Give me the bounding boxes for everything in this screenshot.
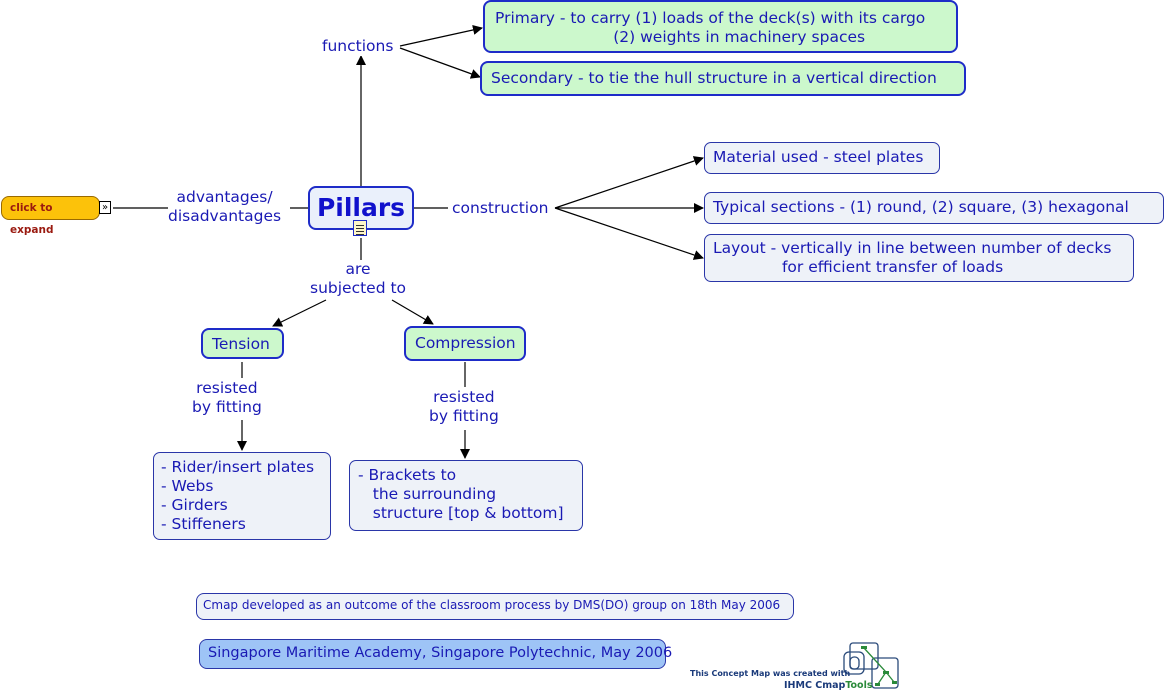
organization-credit: Singapore Maritime Academy, Singapore Po… [199, 639, 672, 669]
link-label-subjected: are subjected to [310, 260, 407, 298]
note-icon[interactable] [353, 220, 367, 236]
concept-secondary-function[interactable]: Secondary - to tie the hull structure in… [480, 61, 966, 96]
concept-compression-fittings[interactable]: - Brackets to the surrounding structure … [349, 460, 583, 531]
concept-material[interactable]: Material used - steel plates [704, 142, 940, 174]
cmaptools-credit-name: IHMC CmapTools [784, 680, 873, 691]
link-label-functions: functions [322, 37, 394, 56]
link-label-resisted-tension: resisted by fitting [192, 379, 262, 417]
link-functions-primary [399, 25, 483, 47]
concept-primary-function[interactable]: Primary - to carry (1) loads of the deck… [483, 0, 958, 53]
link-label-construction: construction [452, 199, 549, 218]
link-construction-material [554, 156, 704, 209]
link-subjected-tension [272, 299, 327, 327]
concept-sections[interactable]: Typical sections - (1) round, (2) square… [704, 192, 1164, 224]
click-to-expand-button[interactable]: click to expand [1, 196, 100, 236]
concept-tension-fittings[interactable]: - Rider/insert plates - Webs - Girders -… [153, 452, 331, 540]
double-chevron-right-icon[interactable]: » [99, 201, 111, 214]
concept-layout[interactable]: Layout - vertically in line between numb… [704, 234, 1134, 282]
cmaptools-credit-text: This Concept Map was created with [690, 669, 851, 678]
link-label-resisted-compression: resisted by fitting [429, 388, 499, 426]
link-subjected-compression [391, 299, 434, 325]
link-label-advantages: advantages/ disadvantages [168, 188, 282, 226]
concept-compression[interactable]: Compression [404, 326, 526, 361]
tools-text: Tools [845, 680, 873, 691]
link-construction-layout [554, 207, 704, 260]
cmap-development-note: Cmap developed as an outcome of the clas… [196, 593, 794, 620]
cmaptools-logo-icon [843, 642, 899, 689]
link-functions-secondary [399, 47, 481, 79]
ihmc-cmap-text: IHMC Cmap [784, 680, 846, 691]
concept-tension[interactable]: Tension [201, 328, 284, 359]
